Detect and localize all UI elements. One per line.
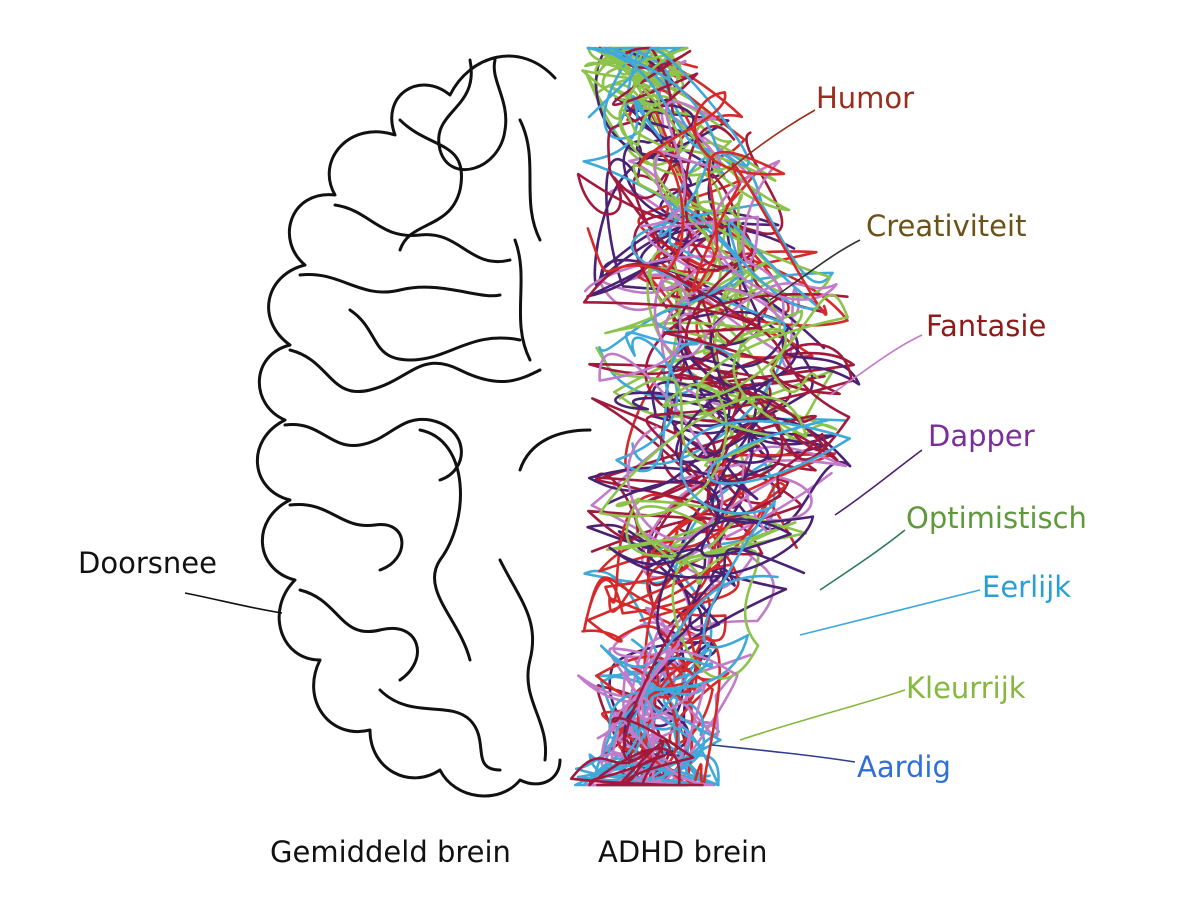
average-brain-hemisphere bbox=[256, 54, 592, 798]
adhd-brain-scribbles bbox=[569, 46, 861, 787]
scribble-strand bbox=[598, 452, 837, 622]
scribble-strand bbox=[569, 625, 704, 787]
scribble-strand bbox=[586, 109, 826, 512]
trait-label-dapper: Dapper bbox=[928, 419, 1035, 453]
fold-6 bbox=[288, 348, 542, 394]
scribble-strand bbox=[586, 46, 821, 473]
brain-stem-link bbox=[518, 428, 592, 472]
fold-2 bbox=[398, 118, 463, 252]
caption-average-brain: Gemiddeld brein bbox=[270, 835, 511, 869]
trait-label-humor: Humor bbox=[816, 81, 914, 115]
scribble-strand bbox=[586, 416, 852, 771]
trait-label-eerlijk: Eerlijk bbox=[982, 570, 1071, 604]
fold-3 bbox=[333, 203, 512, 264]
leader-aardig bbox=[711, 744, 856, 763]
labels: Doorsnee Humor Creativiteit Fantasie Dap… bbox=[78, 81, 1087, 869]
scribble-strand bbox=[587, 46, 832, 298]
fold-7 bbox=[283, 417, 463, 482]
leader-humor bbox=[711, 109, 816, 186]
leader-lines bbox=[184, 109, 981, 763]
scribble-strand bbox=[583, 255, 848, 551]
fold-9 bbox=[288, 502, 404, 572]
leader-kleurrijk bbox=[739, 689, 906, 741]
fold-11 bbox=[378, 688, 502, 772]
leader-optimistisch bbox=[819, 529, 906, 591]
scribble-strand bbox=[582, 48, 787, 466]
leader-creativiteit bbox=[769, 239, 861, 301]
trait-label-fantasie: Fantasie bbox=[926, 309, 1046, 343]
fold-10 bbox=[298, 588, 419, 682]
trait-label-kleurrijk: Kleurrijk bbox=[906, 671, 1026, 705]
left-label: Doorsnee bbox=[78, 546, 217, 580]
caption-adhd-brain: ADHD brein bbox=[598, 835, 768, 869]
fold-4 bbox=[298, 272, 502, 298]
scribble-strand bbox=[586, 91, 828, 316]
leader-eerlijk bbox=[799, 589, 981, 636]
trait-label-aardig: Aardig bbox=[857, 750, 951, 784]
fold-12 bbox=[498, 558, 548, 762]
fold-5 bbox=[348, 308, 522, 362]
trait-label-creativiteit: Creativiteit bbox=[866, 209, 1026, 243]
fold-1 bbox=[437, 58, 508, 172]
fold-13 bbox=[518, 118, 542, 242]
leader-dapper bbox=[834, 449, 923, 516]
fold-8 bbox=[418, 428, 472, 662]
trait-label-optimistisch: Optimistisch bbox=[906, 501, 1087, 535]
leader-fantasie bbox=[829, 334, 923, 396]
brain-outline bbox=[256, 54, 562, 798]
fold-14 bbox=[513, 238, 532, 362]
scribble-strand bbox=[598, 100, 838, 541]
leader-doorsnee bbox=[184, 592, 283, 614]
